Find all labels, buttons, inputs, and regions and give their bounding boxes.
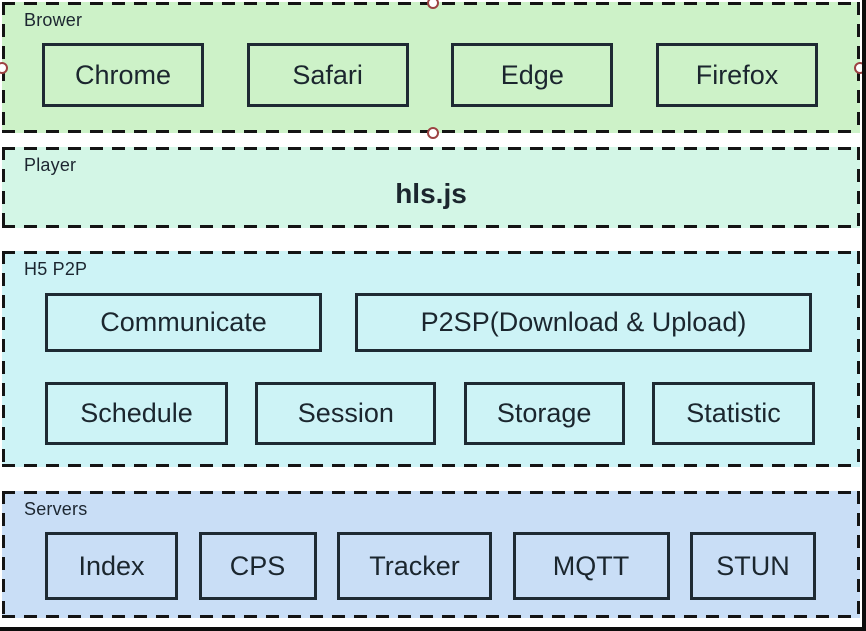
- node-session[interactable]: Session: [255, 382, 437, 445]
- node-safari[interactable]: Safari: [246, 43, 409, 107]
- layer-browser-label: Brower: [24, 10, 83, 30]
- layer-player[interactable]: Player hls.js: [2, 147, 860, 228]
- layer-h5p2p-label: H5 P2P: [24, 259, 88, 279]
- layer-servers-label: Servers: [24, 499, 88, 519]
- node-storage[interactable]: Storage: [463, 382, 625, 445]
- node-stun[interactable]: STUN: [690, 532, 816, 600]
- selection-handle-top[interactable]: [427, 0, 439, 9]
- selection-handle-left[interactable]: [0, 62, 8, 74]
- node-p2sp[interactable]: P2SP(Download & Upload): [355, 293, 812, 352]
- layer-h5p2p[interactable]: H5 P2P Communicate P2SP(Download & Uploa…: [2, 251, 860, 467]
- selection-handle-bottom[interactable]: [427, 127, 439, 139]
- page-edge-right: [862, 0, 866, 631]
- node-communicate[interactable]: Communicate: [45, 293, 322, 352]
- node-index[interactable]: Index: [45, 532, 178, 600]
- node-tracker[interactable]: Tracker: [337, 532, 492, 600]
- node-schedule[interactable]: Schedule: [45, 382, 228, 445]
- node-edge[interactable]: Edge: [451, 43, 614, 107]
- node-cps[interactable]: CPS: [198, 532, 317, 600]
- node-hlsjs[interactable]: hls.js: [395, 177, 467, 209]
- layer-servers[interactable]: Servers Index CPS Tracker MQTT STUN: [2, 491, 860, 618]
- browser-row: Chrome Safari Edge Firefox: [42, 43, 818, 107]
- node-statistic[interactable]: Statistic: [651, 382, 815, 445]
- page-edge-bottom: [0, 627, 866, 631]
- h5p2p-row-2: Schedule Session Storage Statistic: [45, 382, 815, 445]
- layer-browser[interactable]: Brower Chrome Safari Edge Firefox: [2, 2, 860, 133]
- layer-player-label: Player: [24, 155, 77, 175]
- servers-row: Index CPS Tracker MQTT STUN: [45, 532, 816, 600]
- node-firefox[interactable]: Firefox: [655, 43, 818, 107]
- node-chrome[interactable]: Chrome: [42, 43, 204, 107]
- h5p2p-row-1: Communicate P2SP(Download & Upload): [45, 293, 812, 352]
- node-mqtt[interactable]: MQTT: [512, 532, 670, 600]
